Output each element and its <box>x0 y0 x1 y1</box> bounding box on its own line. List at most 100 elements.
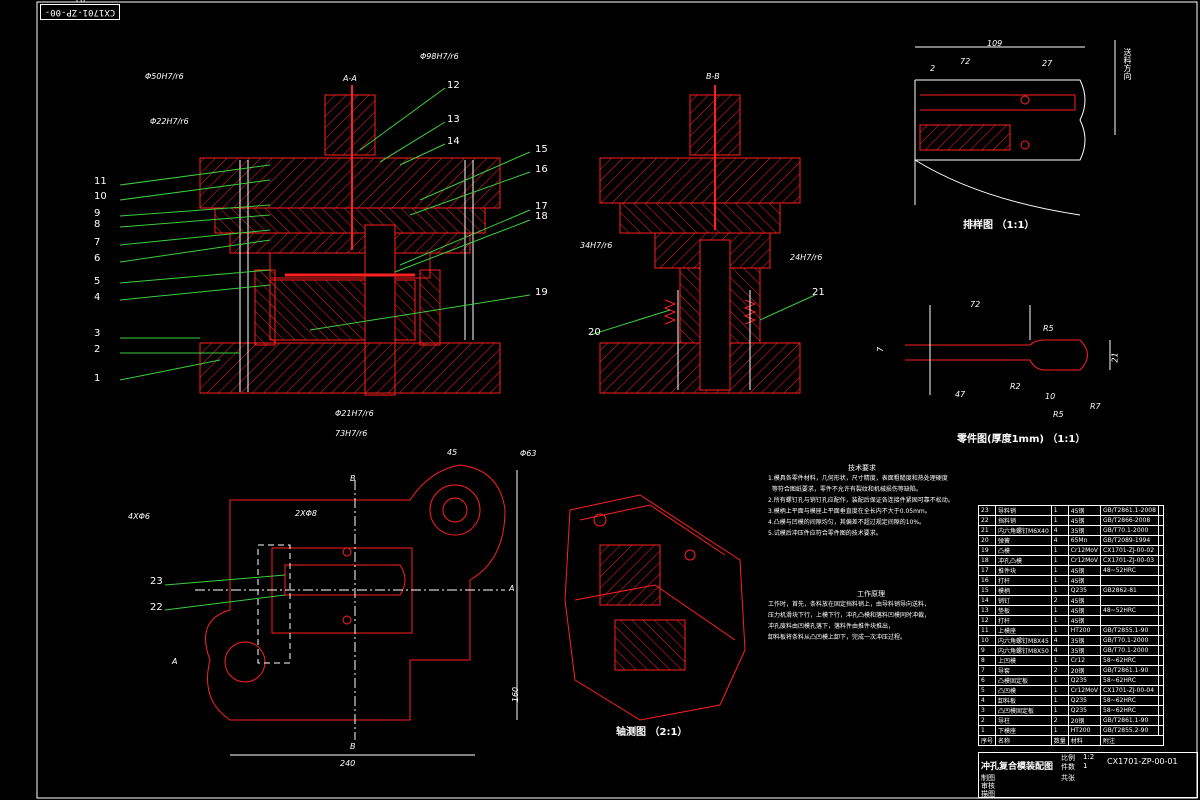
bom-cell: 14 <box>977 595 997 606</box>
bom-cell: 45钢 <box>1067 575 1102 586</box>
bom-cell: 1 <box>1050 505 1069 516</box>
bom-cell <box>1157 655 1164 666</box>
bom-cell <box>1157 675 1164 686</box>
part-number-16: 16 <box>535 164 548 175</box>
part-number-21: 21 <box>812 287 825 298</box>
bom-cell <box>1157 535 1164 546</box>
bom-cell: GB/T2861.1-90 <box>1100 665 1159 676</box>
bom-cell <box>1157 595 1164 606</box>
work-line: 工作时，首先，条料放在固定挡料销上，由导料销导向送料， <box>768 601 931 608</box>
bom-cell: 上凹模 <box>995 655 1052 666</box>
bom-cell: 45钢 <box>1067 505 1102 516</box>
dim-d21: Φ21H7/r6 <box>335 409 374 418</box>
bom-cell: 1 <box>1050 565 1069 576</box>
drawing-number-stamp: CX1701-ZP-00-01 <box>40 0 120 20</box>
dim-part-21: 21 <box>1110 352 1120 363</box>
dim-2x: 2XΦ8 <box>295 509 317 518</box>
bom-cell: 45钢 <box>1067 605 1102 616</box>
bom-cell: 1 <box>1050 545 1069 556</box>
bom-cell: 16 <box>977 575 997 586</box>
bom-cell: 模柄 <box>995 585 1052 596</box>
part-number-18: 18 <box>535 211 548 222</box>
part-drawing-title: 零件图(厚度1mm) （1:1） <box>957 434 1086 445</box>
work-line: 冲孔废料由凹模孔落下，落料件由推件块推出， <box>768 623 895 630</box>
bom-cell: HT200 <box>1067 725 1102 736</box>
part-number-13: 13 <box>447 114 460 125</box>
section-label-b: B-B <box>706 72 720 81</box>
dim-d98: Φ98H7/r6 <box>420 52 459 61</box>
dim-4x: 4XΦ6 <box>128 512 150 521</box>
bom-cell: 1 <box>1050 655 1069 666</box>
bom-cell: 凸凹模固定板 <box>995 705 1052 716</box>
bom-cell: GB/T2089-1994 <box>1100 535 1159 546</box>
bom-cell <box>1157 725 1164 736</box>
bom-cell: 销钉 <box>995 595 1052 606</box>
bom-cell: 48~52HRC <box>1100 565 1159 576</box>
bom-cell: 1 <box>1050 615 1069 626</box>
dim-strip-72: 72 <box>960 57 971 66</box>
bom-cell: HT200 <box>1067 625 1102 636</box>
bom-cell: 21 <box>977 525 997 536</box>
bom-cell <box>1100 575 1159 586</box>
bom-cell: 17 <box>977 565 997 576</box>
bom-cell: 45钢 <box>1067 565 1102 576</box>
bom-cell <box>1157 715 1164 726</box>
bom-cell: 2 <box>977 715 997 726</box>
dim-strip-109: 109 <box>987 39 1003 48</box>
title-block-qty-label: 件数 <box>1061 763 1075 771</box>
dim-part-7: 7 <box>876 346 886 353</box>
bom-cell <box>1157 545 1164 556</box>
feed-direction-label: 送料方向 <box>1123 48 1132 80</box>
part-drawing <box>905 305 1111 395</box>
part-number-1: 1 <box>94 373 101 384</box>
bom-cell: 1 <box>1050 575 1069 586</box>
tech-requirements-heading: 技术要求 <box>848 464 876 472</box>
dim-d22: Φ22H7/r6 <box>150 117 189 126</box>
part-number-5: 5 <box>94 276 101 287</box>
bom-cell: 凸凹模 <box>995 685 1052 696</box>
plan-view <box>195 464 518 756</box>
bom-cell: 上模座 <box>995 625 1052 636</box>
bom-cell: 20钢 <box>1067 715 1102 726</box>
axis-a-left: A <box>172 657 178 666</box>
axis-b-top: B <box>350 474 356 483</box>
dim-45: 45 <box>447 448 458 457</box>
bom-cell: 内六角螺钉M6X40 <box>995 525 1052 536</box>
part-number-6: 6 <box>94 253 101 264</box>
bom-cell: 18 <box>977 555 997 566</box>
bom-cell: 6 <box>977 675 997 686</box>
bom-cell <box>1100 595 1159 606</box>
bom-cell: 7 <box>977 665 997 676</box>
bom-cell: 卸料板 <box>995 695 1052 706</box>
bom-cell: 导套 <box>995 665 1052 676</box>
bom-cell: Q235 <box>1067 705 1102 716</box>
dim-part-10: 10 <box>1045 392 1056 401</box>
tech-line: 3.模柄上平面与模座上平面垂直度在全长内不大于0.05mm。 <box>768 508 931 515</box>
bom-header-cell: 序号 <box>977 735 997 746</box>
tech-line: 1.模具各零件材料，几何形状，尺寸精度，表面粗糙度和热处理硬度 <box>768 475 948 482</box>
title-block-ratio-label: 比例 <box>1061 754 1075 762</box>
bom-cell <box>1157 585 1164 596</box>
bom-cell: 3 <box>977 705 997 716</box>
bom-cell: 4 <box>977 695 997 706</box>
dim-d24: 24H7/r6 <box>790 253 823 262</box>
bom-cell <box>1157 505 1164 516</box>
part-number-4: 4 <box>94 292 101 303</box>
part-number-15: 15 <box>535 144 548 155</box>
title-block-row: 描图 <box>981 790 995 798</box>
bom-cell: 2 <box>1050 665 1069 676</box>
work-principle-heading: 工作原理 <box>857 590 885 598</box>
